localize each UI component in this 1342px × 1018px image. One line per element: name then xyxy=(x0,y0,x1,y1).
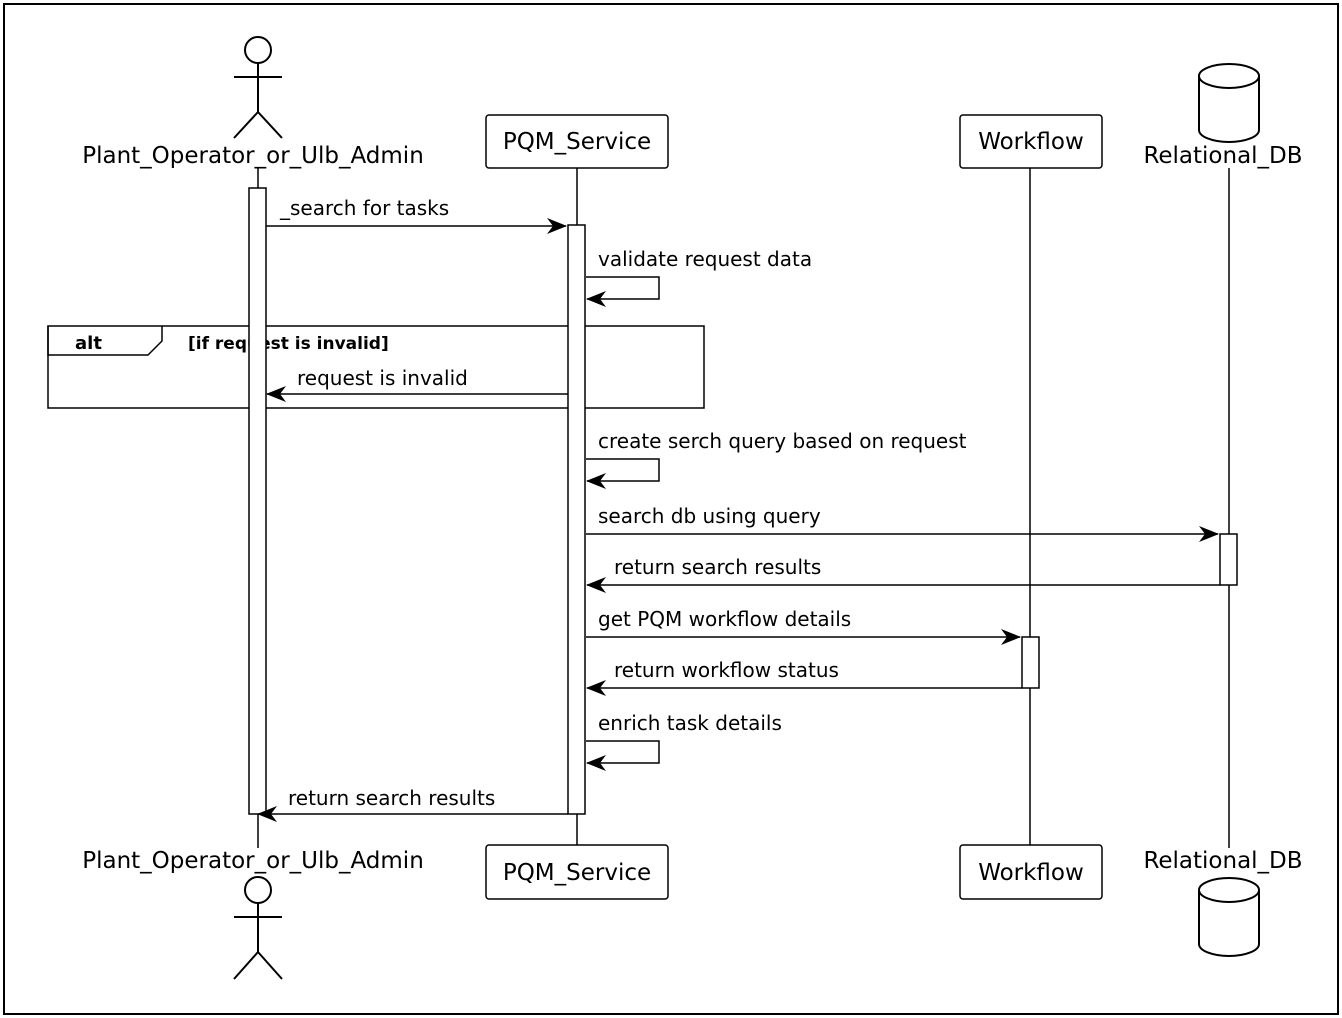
message-label: return search results xyxy=(614,555,821,579)
participant-box-service-top xyxy=(485,114,669,169)
message-label: validate request data xyxy=(598,247,812,271)
participant-box-workflow-bottom xyxy=(959,844,1103,900)
database-label-top: Relational_DB xyxy=(1143,143,1302,169)
alt-guard: [if request is invalid] xyxy=(188,334,389,354)
message-label: return workflow status xyxy=(614,658,839,682)
participant-label-workflow-bottom: Workflow xyxy=(978,860,1084,886)
alt-fragment-tab xyxy=(47,326,163,356)
activation-database xyxy=(1219,533,1238,586)
message-arrow-validate xyxy=(586,276,660,307)
activation-actor xyxy=(248,187,267,815)
database-cylinder-icon xyxy=(1198,63,1260,143)
database-cylinder-icon xyxy=(1198,877,1260,957)
message-label: get PQM workflow details xyxy=(598,607,851,631)
message-label: create serch query based on request xyxy=(598,429,967,453)
participant-label-service-top: PQM_Service xyxy=(503,129,651,155)
message-label: enrich task details xyxy=(598,711,782,735)
alt-keyword: alt xyxy=(75,333,102,354)
participant-box-service-bottom xyxy=(485,844,669,900)
participant-label-service-bottom: PQM_Service xyxy=(503,860,651,886)
alt-fragment: alt [if request is invalid] xyxy=(47,325,705,409)
stick-figure-icon xyxy=(233,36,283,139)
database-label-bottom: Relational_DB xyxy=(1143,848,1302,874)
message-arrow-enrich xyxy=(586,740,660,771)
diagram-border xyxy=(3,3,1339,1015)
participant-box-workflow-top xyxy=(959,114,1103,169)
message-label: _search for tasks xyxy=(279,196,449,220)
participant-label-workflow-top: Workflow xyxy=(978,129,1084,155)
message-label: return search results xyxy=(288,786,495,810)
alt-fragment-frame xyxy=(47,325,705,409)
message-arrow-create-query xyxy=(586,458,660,489)
activation-workflow xyxy=(1021,636,1040,689)
stick-figure-icon xyxy=(233,876,283,980)
activation-service xyxy=(567,224,586,815)
message-label: search db using query xyxy=(598,504,821,528)
actor-label-top: Plant_Operator_or_Ulb_Admin xyxy=(82,143,424,169)
message-label: request is invalid xyxy=(297,366,468,390)
actor-label-bottom: Plant_Operator_or_Ulb_Admin xyxy=(82,848,424,874)
